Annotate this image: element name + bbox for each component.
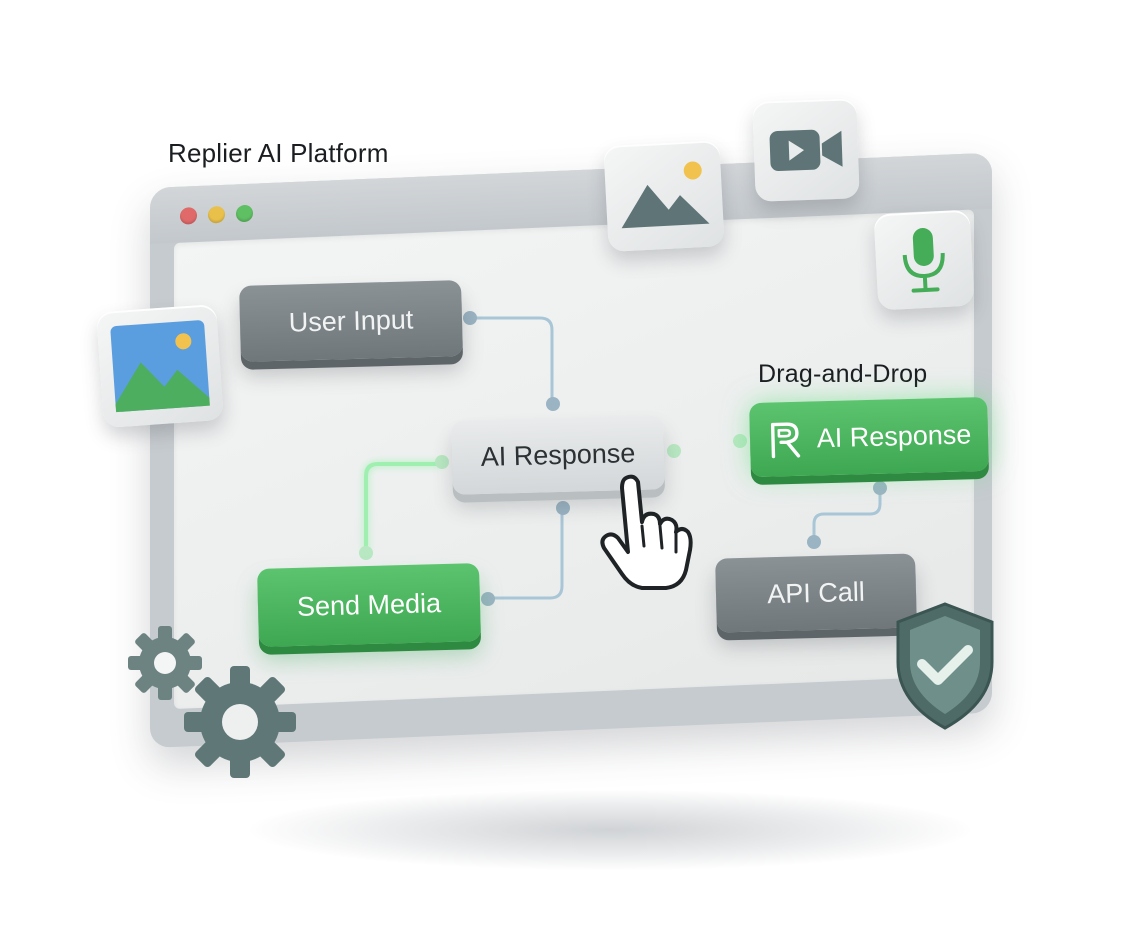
image-tile[interactable]: [603, 140, 725, 252]
node-label: Send Media: [296, 587, 442, 622]
replier-logo-icon: [770, 422, 800, 459]
image-icon: [110, 320, 210, 413]
node-api-call[interactable]: API Call: [715, 553, 917, 633]
node-label: AI Response: [480, 437, 636, 472]
video-camera-icon: [769, 129, 843, 171]
minimize-window-dot[interactable]: [208, 205, 225, 224]
node-label: AI Response: [816, 418, 972, 453]
microphone-tile[interactable]: [873, 209, 975, 311]
ground-shadow: [250, 790, 970, 870]
node-label: API Call: [766, 576, 866, 609]
microphone-icon: [902, 228, 945, 293]
platform-title: Replier AI Platform: [168, 138, 389, 168]
video-tile[interactable]: [752, 98, 860, 202]
pointing-hand-cursor-icon: [600, 474, 693, 590]
drag-and-drop-label: Drag-and-Drop: [758, 360, 928, 388]
node-send-media[interactable]: Send Media: [257, 563, 481, 647]
gear-icon: [128, 626, 202, 700]
node-label: User Input: [288, 303, 414, 338]
image-icon: [621, 161, 710, 229]
shield-check-icon: [896, 602, 994, 730]
node-ai-response-dragging[interactable]: AI Response: [749, 396, 989, 478]
maximize-window-dot[interactable]: [236, 204, 253, 223]
node-user-input[interactable]: User Input: [239, 280, 463, 362]
image-tile-color[interactable]: [96, 303, 224, 429]
gear-icon: [184, 666, 296, 778]
close-window-dot[interactable]: [180, 207, 197, 225]
